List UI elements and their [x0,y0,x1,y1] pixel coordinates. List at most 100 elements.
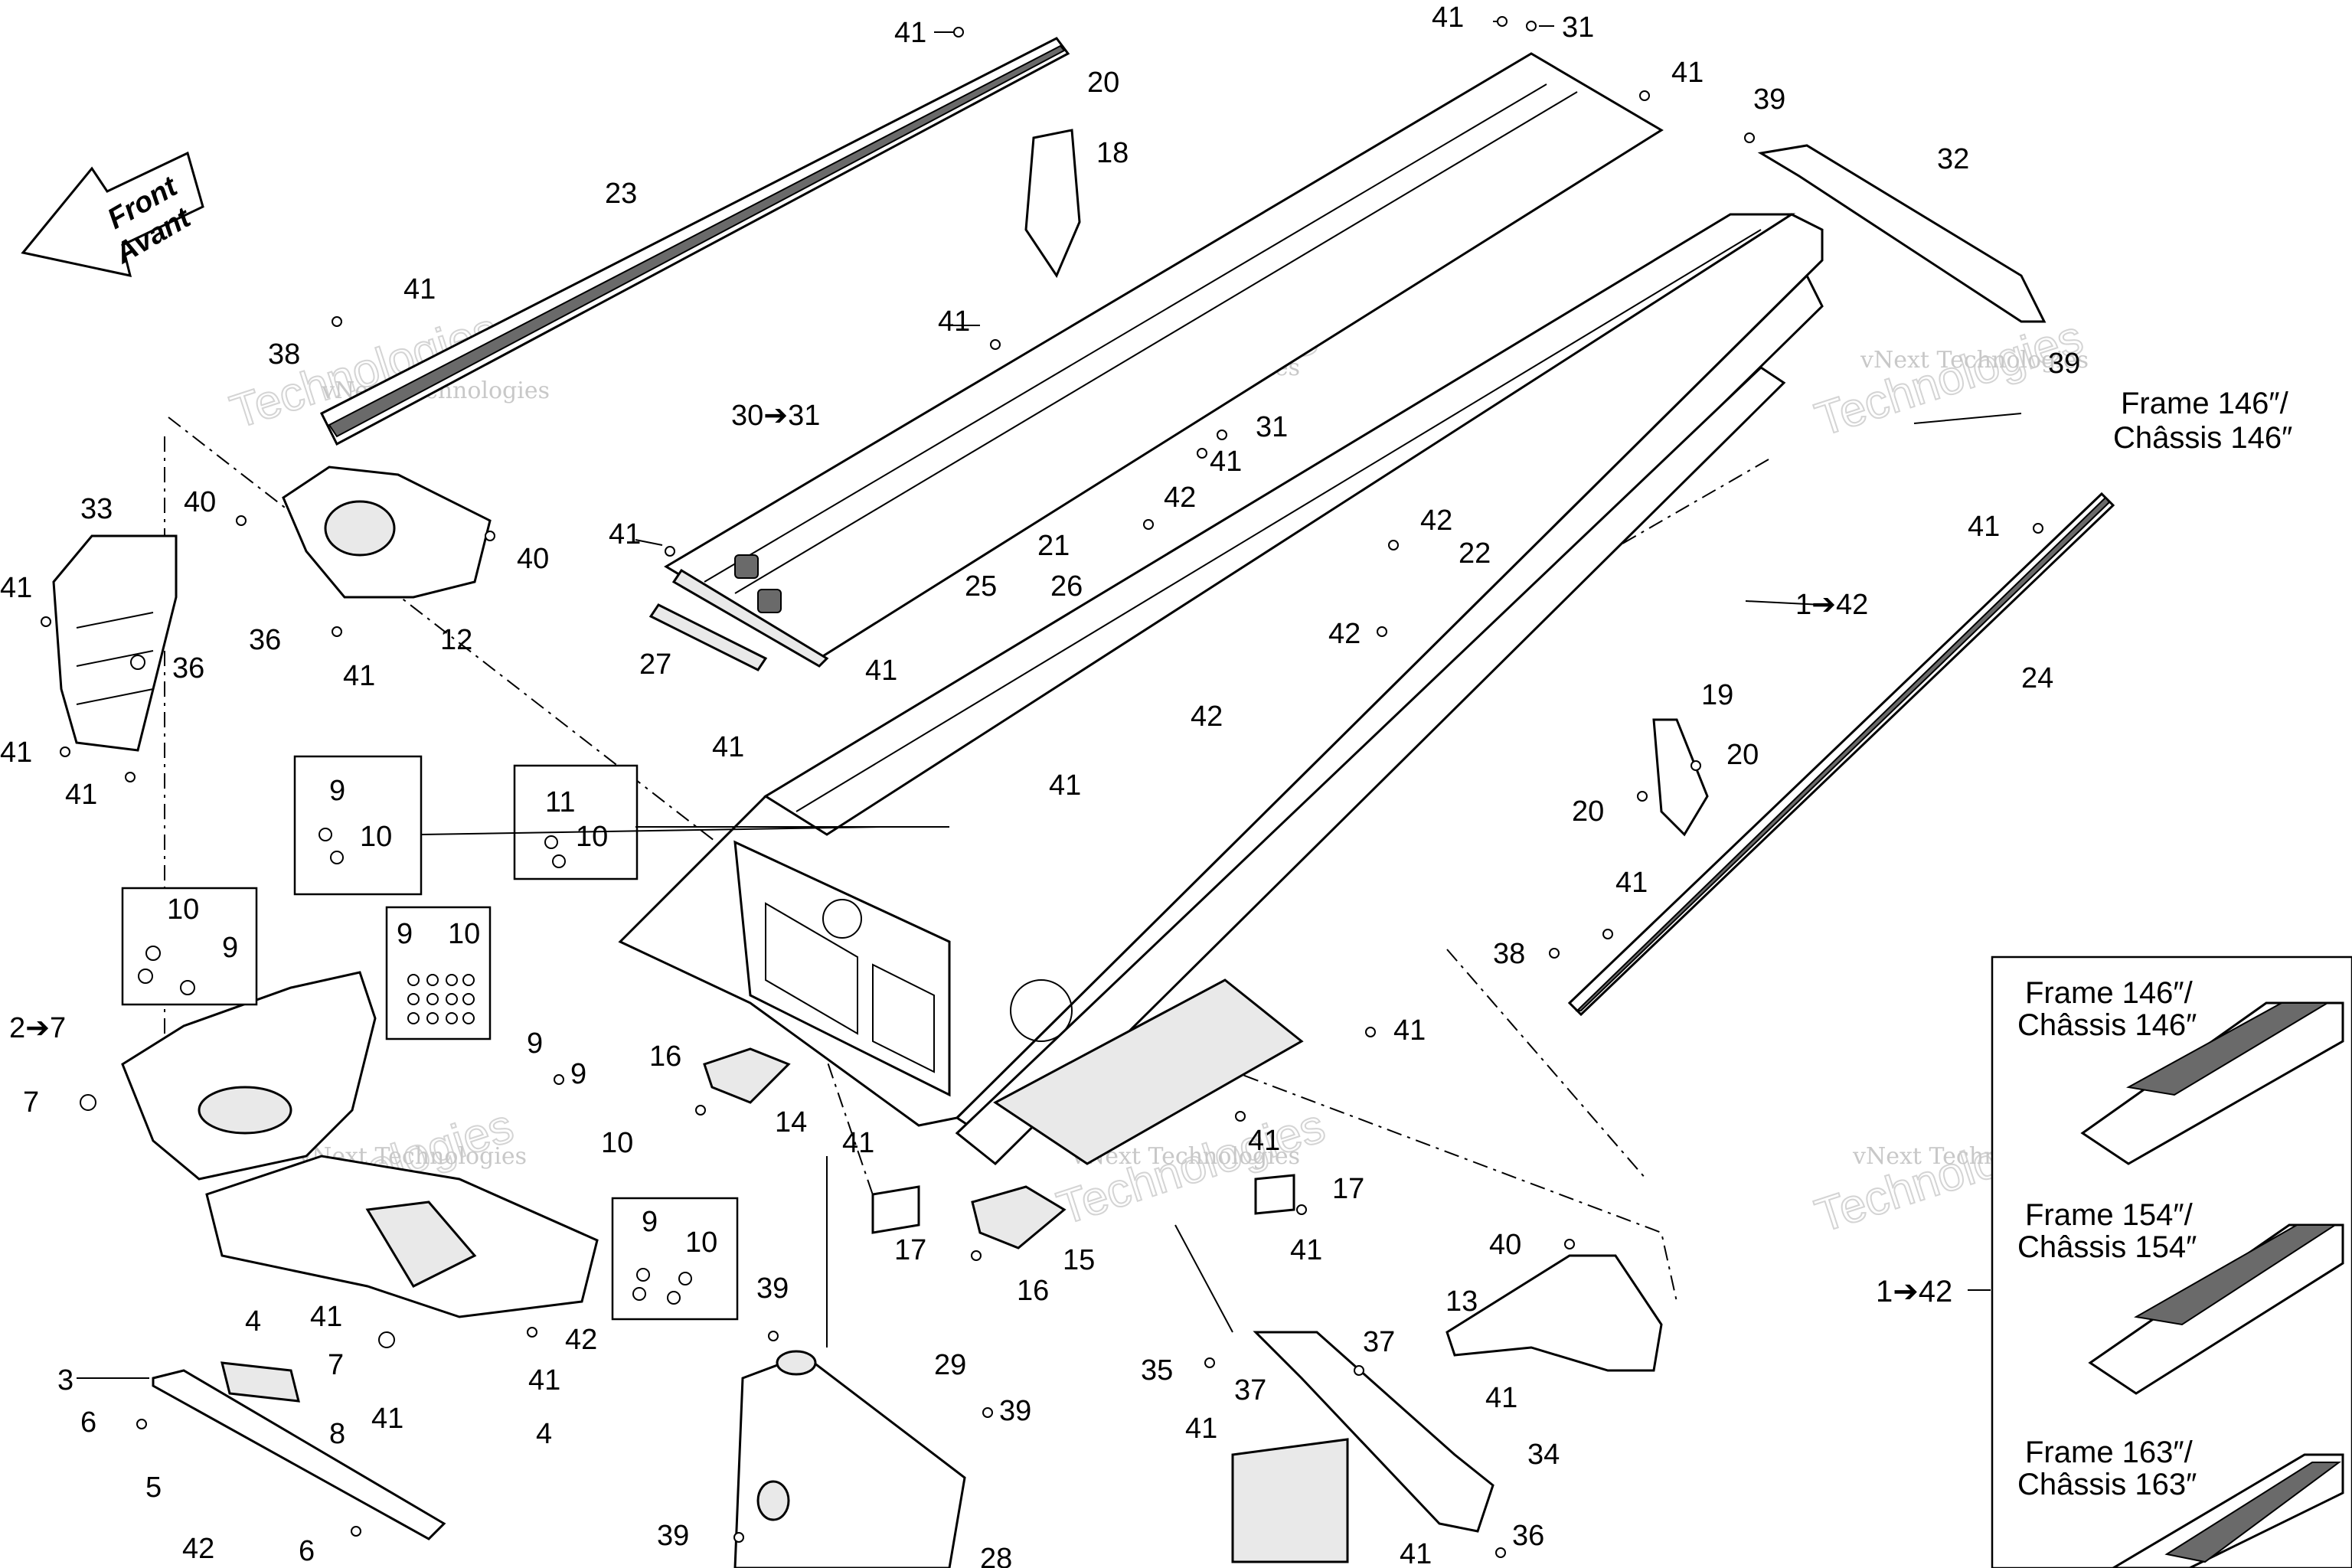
callout-41: 41 [1968,511,2000,543]
callout-30-31: 30➔31 [731,400,820,432]
box-e-label-10: 10 [685,1227,717,1259]
callout-7: 7 [23,1086,39,1119]
callout-9: 9 [570,1058,586,1090]
callout-32: 32 [1937,143,1969,175]
callout-41: 41 [1393,1014,1426,1047]
variant-146-line2: Châssis 146″ [2017,1008,2197,1042]
callout-17: 17 [1332,1173,1364,1205]
callout-31: 31 [1256,411,1288,443]
callout-39: 39 [1753,83,1785,116]
box-d-label-9: 9 [397,918,413,950]
callout-20: 20 [1087,67,1119,99]
box-a-label-10: 10 [360,821,392,853]
callout-10: 10 [601,1127,633,1159]
callout-1-42: 1➔42 [1795,589,1868,621]
callout-40: 40 [517,543,549,575]
callout-28: 28 [980,1543,1012,1568]
callout-42: 42 [182,1533,214,1565]
callout-29: 29 [934,1349,966,1381]
frame-note-line2: Châssis 146″ [2113,421,2292,455]
callout-12: 12 [440,624,472,656]
callout-20: 20 [1726,739,1759,771]
callout-5: 5 [145,1472,162,1504]
callout-39: 39 [2048,348,2080,380]
callout-16: 16 [649,1040,681,1073]
footrest-14 [703,1047,791,1104]
callout-41: 41 [65,779,97,811]
front-direction-arrow: Front Avant [21,151,204,277]
box-e-label-9: 9 [642,1206,658,1238]
callout-41: 41 [1671,57,1704,89]
callout-17: 17 [894,1234,926,1266]
callout-41: 41 [343,660,375,692]
callout-42: 42 [1164,482,1196,514]
callout-42: 42 [565,1324,597,1356]
fasteners [41,16,2043,1558]
callout-41: 41 [609,518,641,550]
callout-41: 41 [1049,769,1081,802]
callout-8: 8 [329,1418,345,1450]
box-b-label-10: 10 [576,821,608,853]
callout-3: 3 [57,1364,74,1396]
variant-154-line2: Châssis 154″ [2017,1230,2197,1264]
callout-38: 38 [268,338,300,371]
callout-41: 41 [938,305,970,338]
callout-26: 26 [1050,570,1083,603]
callout-6: 6 [80,1406,96,1439]
callout-39: 39 [657,1520,689,1552]
hardware-box-11-10: 11 10 [513,764,639,880]
callout-36: 36 [172,652,204,684]
callout-4: 4 [245,1305,261,1338]
variant-146-line1: Frame 146″/ [2025,976,2194,1010]
plate-17a [871,1185,920,1234]
bracket-18 [1024,129,1081,279]
hardware-box-9-10-c: 9 10 [611,1197,739,1321]
callout-41: 41 [371,1403,403,1435]
callout-27: 27 [639,648,671,681]
skid-plate-3 [152,1361,446,1540]
part-13 [1446,1254,1663,1372]
callout-41: 41 [1432,2,1464,34]
variant-callout-1-42: 1➔42 [1876,1275,1952,1308]
callout-42: 42 [1328,618,1361,650]
callout-13: 13 [1446,1285,1478,1318]
callout-7: 7 [328,1349,344,1381]
callout-37: 37 [1363,1326,1395,1358]
bracket-32 [1757,144,2047,323]
callout-41: 41 [894,17,926,49]
frame-note-top-right: Frame 146″/ Châssis 146″ [2113,387,2292,455]
bracket-33 [52,534,178,752]
cooler-28 [733,1350,966,1568]
callout-numbers: 41 23 20 18 41 31 41 39 32 41 38 41 30➔3… [0,2,2080,1568]
hardware-box-9-10-b: 9 10 [385,906,492,1040]
callout-15: 15 [1063,1244,1095,1276]
frame-variant-panel: Frame 146″/ Châssis 146″ Frame 154″/ Châ… [1876,956,2352,1568]
callout-35: 35 [1141,1354,1173,1387]
hardware-box-10-9: 10 9 [121,887,258,1006]
box-c-label-10: 10 [167,893,199,926]
callout-16: 16 [1017,1275,1049,1307]
frame-note-line1: Frame 146″/ [2121,387,2289,420]
callout-41: 41 [528,1364,560,1396]
box-d-label-10: 10 [448,918,480,950]
callout-39: 39 [756,1272,789,1305]
callout-41: 41 [1290,1234,1322,1266]
hardware-box-9-10-a: 9 10 [293,755,423,896]
callout-33: 33 [80,493,113,525]
callout-41: 41 [310,1301,342,1333]
callout-39: 39 [999,1395,1031,1427]
callout-4: 4 [536,1418,552,1450]
variant-154-line1: Frame 154″/ [2025,1198,2194,1232]
frame-slotted-panel [955,366,1786,1166]
main-frame [618,213,1824,1135]
callout-6: 6 [299,1535,315,1567]
callout-41: 41 [0,737,32,769]
callout-31: 31 [1562,11,1594,44]
callout-23: 23 [605,178,637,210]
callout-20: 20 [1572,795,1604,828]
callout-37: 37 [1234,1374,1266,1406]
variant-163-line2: Châssis 163″ [2017,1468,2197,1501]
callout-18: 18 [1096,137,1129,169]
callout-9: 9 [527,1027,543,1060]
